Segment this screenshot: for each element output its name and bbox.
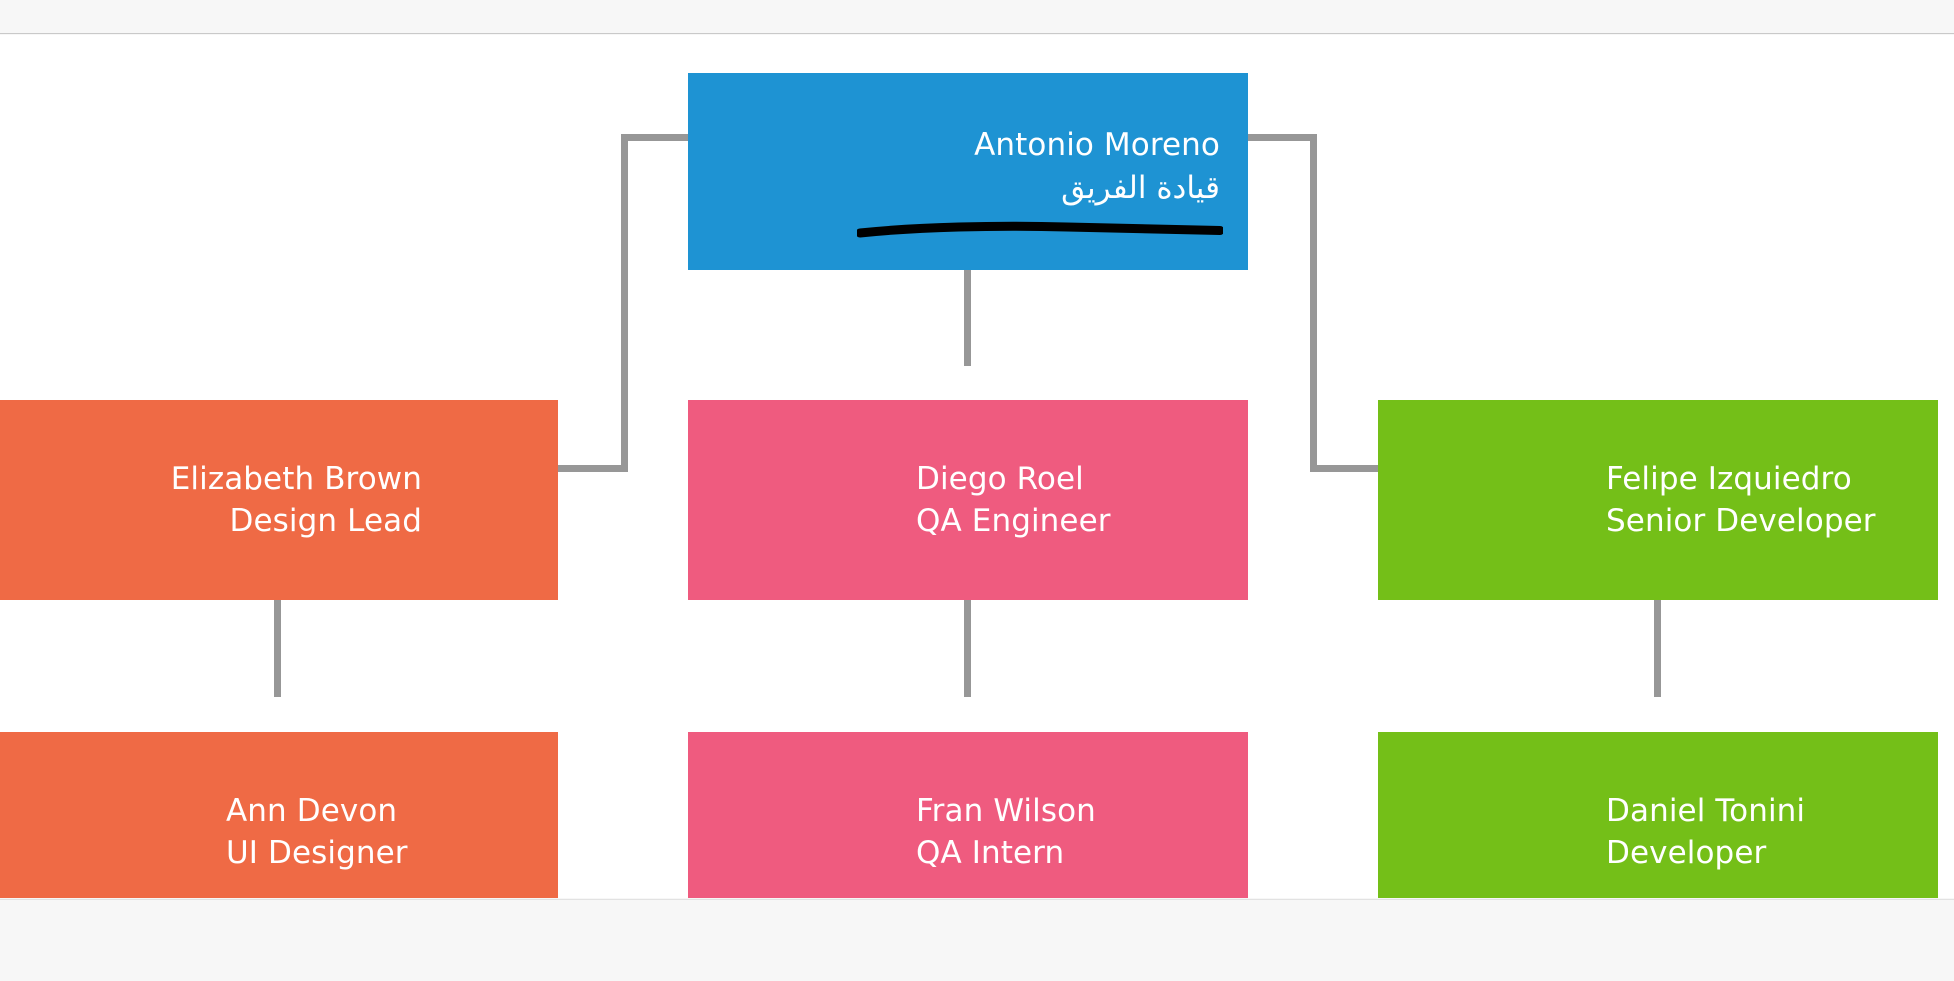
org-node-fran-name: Fran Wilson [916, 792, 1096, 829]
connector-elizabeth-to-ann [274, 565, 281, 697]
org-node-root-name: Antonio Moreno [974, 127, 1220, 164]
connector-root-to-felipe-h1 [1245, 134, 1317, 141]
org-node-diego-role: QA Engineer [916, 503, 1111, 539]
connector-diego-to-fran [964, 565, 971, 697]
org-node-ann-role: UI Designer [226, 835, 408, 871]
org-node-daniel-role: Developer [1606, 835, 1767, 871]
org-node-felipe[interactable]: Felipe Izquiedro Senior Developer [1378, 400, 1938, 600]
org-node-root-role: قيادة الفريق [1061, 169, 1220, 206]
org-node-elizabeth-name: Elizabeth Brown [170, 460, 422, 497]
connector-root-to-diego [964, 235, 971, 366]
connector-felipe-to-daniel [1654, 565, 1661, 697]
org-node-daniel-name: Daniel Tonini [1606, 792, 1806, 829]
connector-root-to-elizabeth-h2 [553, 465, 628, 472]
org-node-ann-name: Ann Devon [226, 792, 398, 829]
org-node-elizabeth-role: Design Lead [229, 503, 422, 539]
org-node-diego-name: Diego Roel [916, 460, 1084, 497]
org-node-root[interactable]: Antonio Moreno قيادة الفريق [688, 73, 1248, 270]
window-top-bar [0, 0, 1954, 34]
org-node-fran[interactable]: Fran Wilson QA Intern [688, 732, 1248, 898]
org-node-ann[interactable]: Ann Devon UI Designer [0, 732, 558, 898]
connector-root-to-elizabeth-h1 [621, 134, 691, 141]
org-node-felipe-name: Felipe Izquiedro [1606, 460, 1852, 497]
org-node-fran-role: QA Intern [916, 835, 1065, 871]
connector-root-to-elizabeth-v [621, 134, 628, 472]
org-node-daniel[interactable]: Daniel Tonini Developer [1378, 732, 1938, 898]
org-node-felipe-role: Senior Developer [1606, 503, 1876, 539]
window-bottom-bar [0, 899, 1954, 981]
org-node-elizabeth[interactable]: Elizabeth Brown Design Lead [0, 400, 558, 600]
connector-root-to-felipe-v [1310, 134, 1317, 472]
connector-root-to-felipe-h2 [1310, 465, 1385, 472]
org-chart-canvas: Antonio Moreno قيادة الفريق Elizabeth Br… [0, 35, 1954, 898]
org-node-diego[interactable]: Diego Roel QA Engineer [688, 400, 1248, 600]
